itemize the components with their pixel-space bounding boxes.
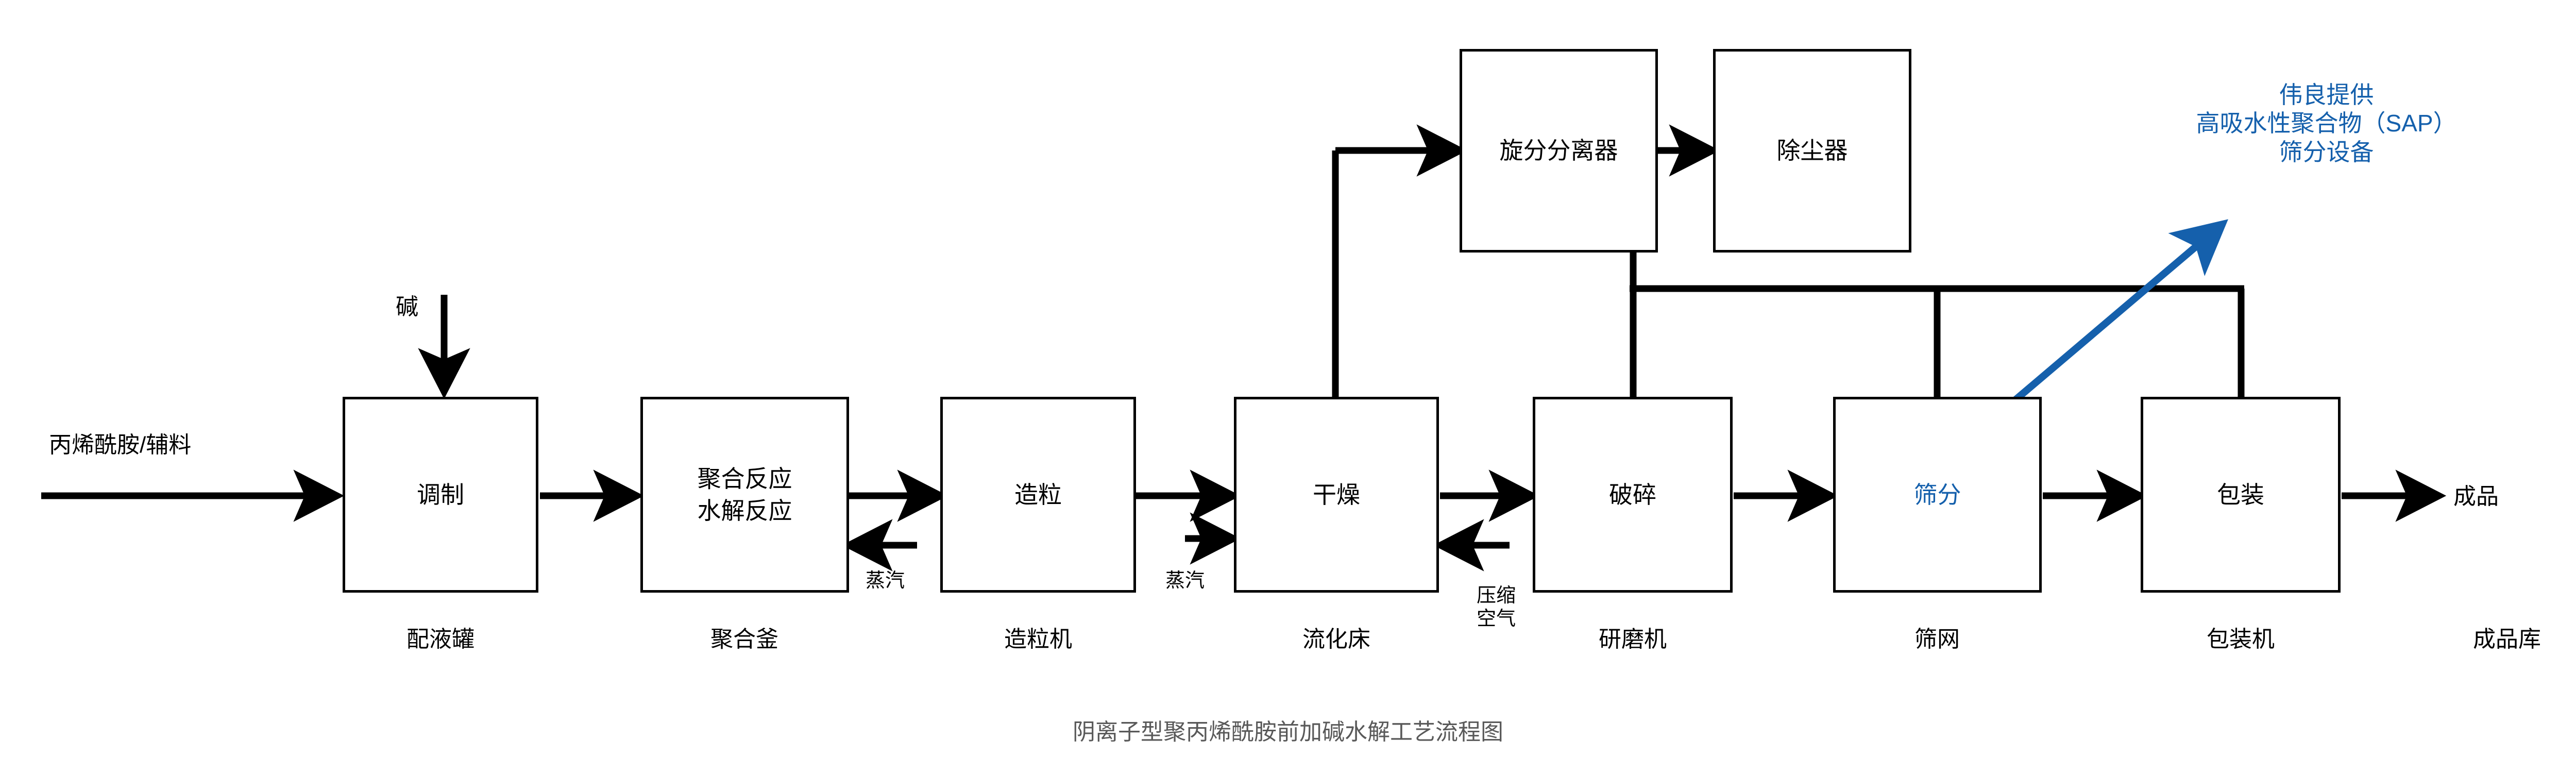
process-box-posui-label: 破碎 [1609, 481, 1656, 508]
equipment-label-ganzao: 流化床 [1302, 627, 1370, 652]
annotation-line-1: 伟良提供 [2279, 81, 2374, 109]
equipment-label-zaoli: 造粒机 [1004, 627, 1072, 652]
process-box-shaifen[interactable]: 筛分 [1833, 397, 2042, 593]
aux-box-dust-label: 除尘器 [1776, 137, 1848, 164]
process-box-zaoli[interactable]: 造粒 [940, 397, 1136, 593]
stream-label-steam-ganzao: 蒸汽 [1165, 570, 1205, 592]
equipment-label-posui: 研磨机 [1599, 627, 1667, 652]
process-box-tiaozhi-label: 调制 [417, 481, 464, 508]
process-box-baozhuang-label: 包装 [2217, 481, 2264, 508]
aux-box-cyclone[interactable]: 旋分分离器 [1460, 49, 1658, 253]
process-box-posui[interactable]: 破碎 [1533, 397, 1733, 593]
diagram-caption: 阴离子型聚丙烯酰胺前加碱水解工艺流程图 [1073, 719, 1503, 745]
annotation-block: 伟良提供 高吸水性聚合物（SAP） 筛分设备 [2170, 53, 2457, 195]
stream-label-compressed-air-line2: 空气 [1477, 608, 1516, 630]
aux-box-dust[interactable]: 除尘器 [1713, 49, 1911, 253]
equipment-label-shaifen: 筛网 [1914, 627, 1960, 652]
process-box-baozhuang[interactable]: 包装 [2141, 397, 2341, 593]
process-box-juhe-label-line2: 水解反应 [697, 497, 792, 524]
stream-label-steam-juhe: 蒸汽 [865, 570, 905, 592]
stream-label-compressed-air: 压缩 空气 [1455, 561, 1516, 654]
annotation-line-2: 高吸水性聚合物（SAP） [2196, 110, 2457, 137]
stream-label-feed: 丙烯酰胺/辅料 [49, 432, 192, 458]
equipment-label-warehouse: 成品库 [2473, 627, 2541, 652]
process-box-juhe-labels: 聚合反应 水解反应 [698, 463, 792, 527]
aux-box-cyclone-label: 旋分分离器 [1499, 137, 1618, 164]
annotation-line-3: 筛分设备 [2279, 138, 2374, 165]
process-box-shaifen-label: 筛分 [1913, 481, 1961, 508]
process-box-tiaozhi[interactable]: 调制 [343, 397, 538, 593]
process-box-ganzao-label: 干燥 [1313, 481, 1360, 508]
stream-label-compressed-air-line1: 压缩 [1477, 584, 1516, 607]
stream-label-product: 成品 [2453, 484, 2499, 509]
stream-label-alkali: 碱 [396, 294, 418, 320]
equipment-label-juhe: 聚合釜 [710, 627, 778, 652]
equipment-label-tiaozhi: 配液罐 [406, 627, 474, 652]
process-box-zaoli-label: 造粒 [1014, 481, 1062, 508]
process-box-juhe-label-line1: 聚合反应 [697, 465, 792, 492]
process-box-ganzao[interactable]: 干燥 [1234, 397, 1439, 593]
process-box-juhe[interactable]: 聚合反应 水解反应 [640, 397, 849, 593]
equipment-label-baozhuang: 包装机 [2207, 627, 2275, 652]
